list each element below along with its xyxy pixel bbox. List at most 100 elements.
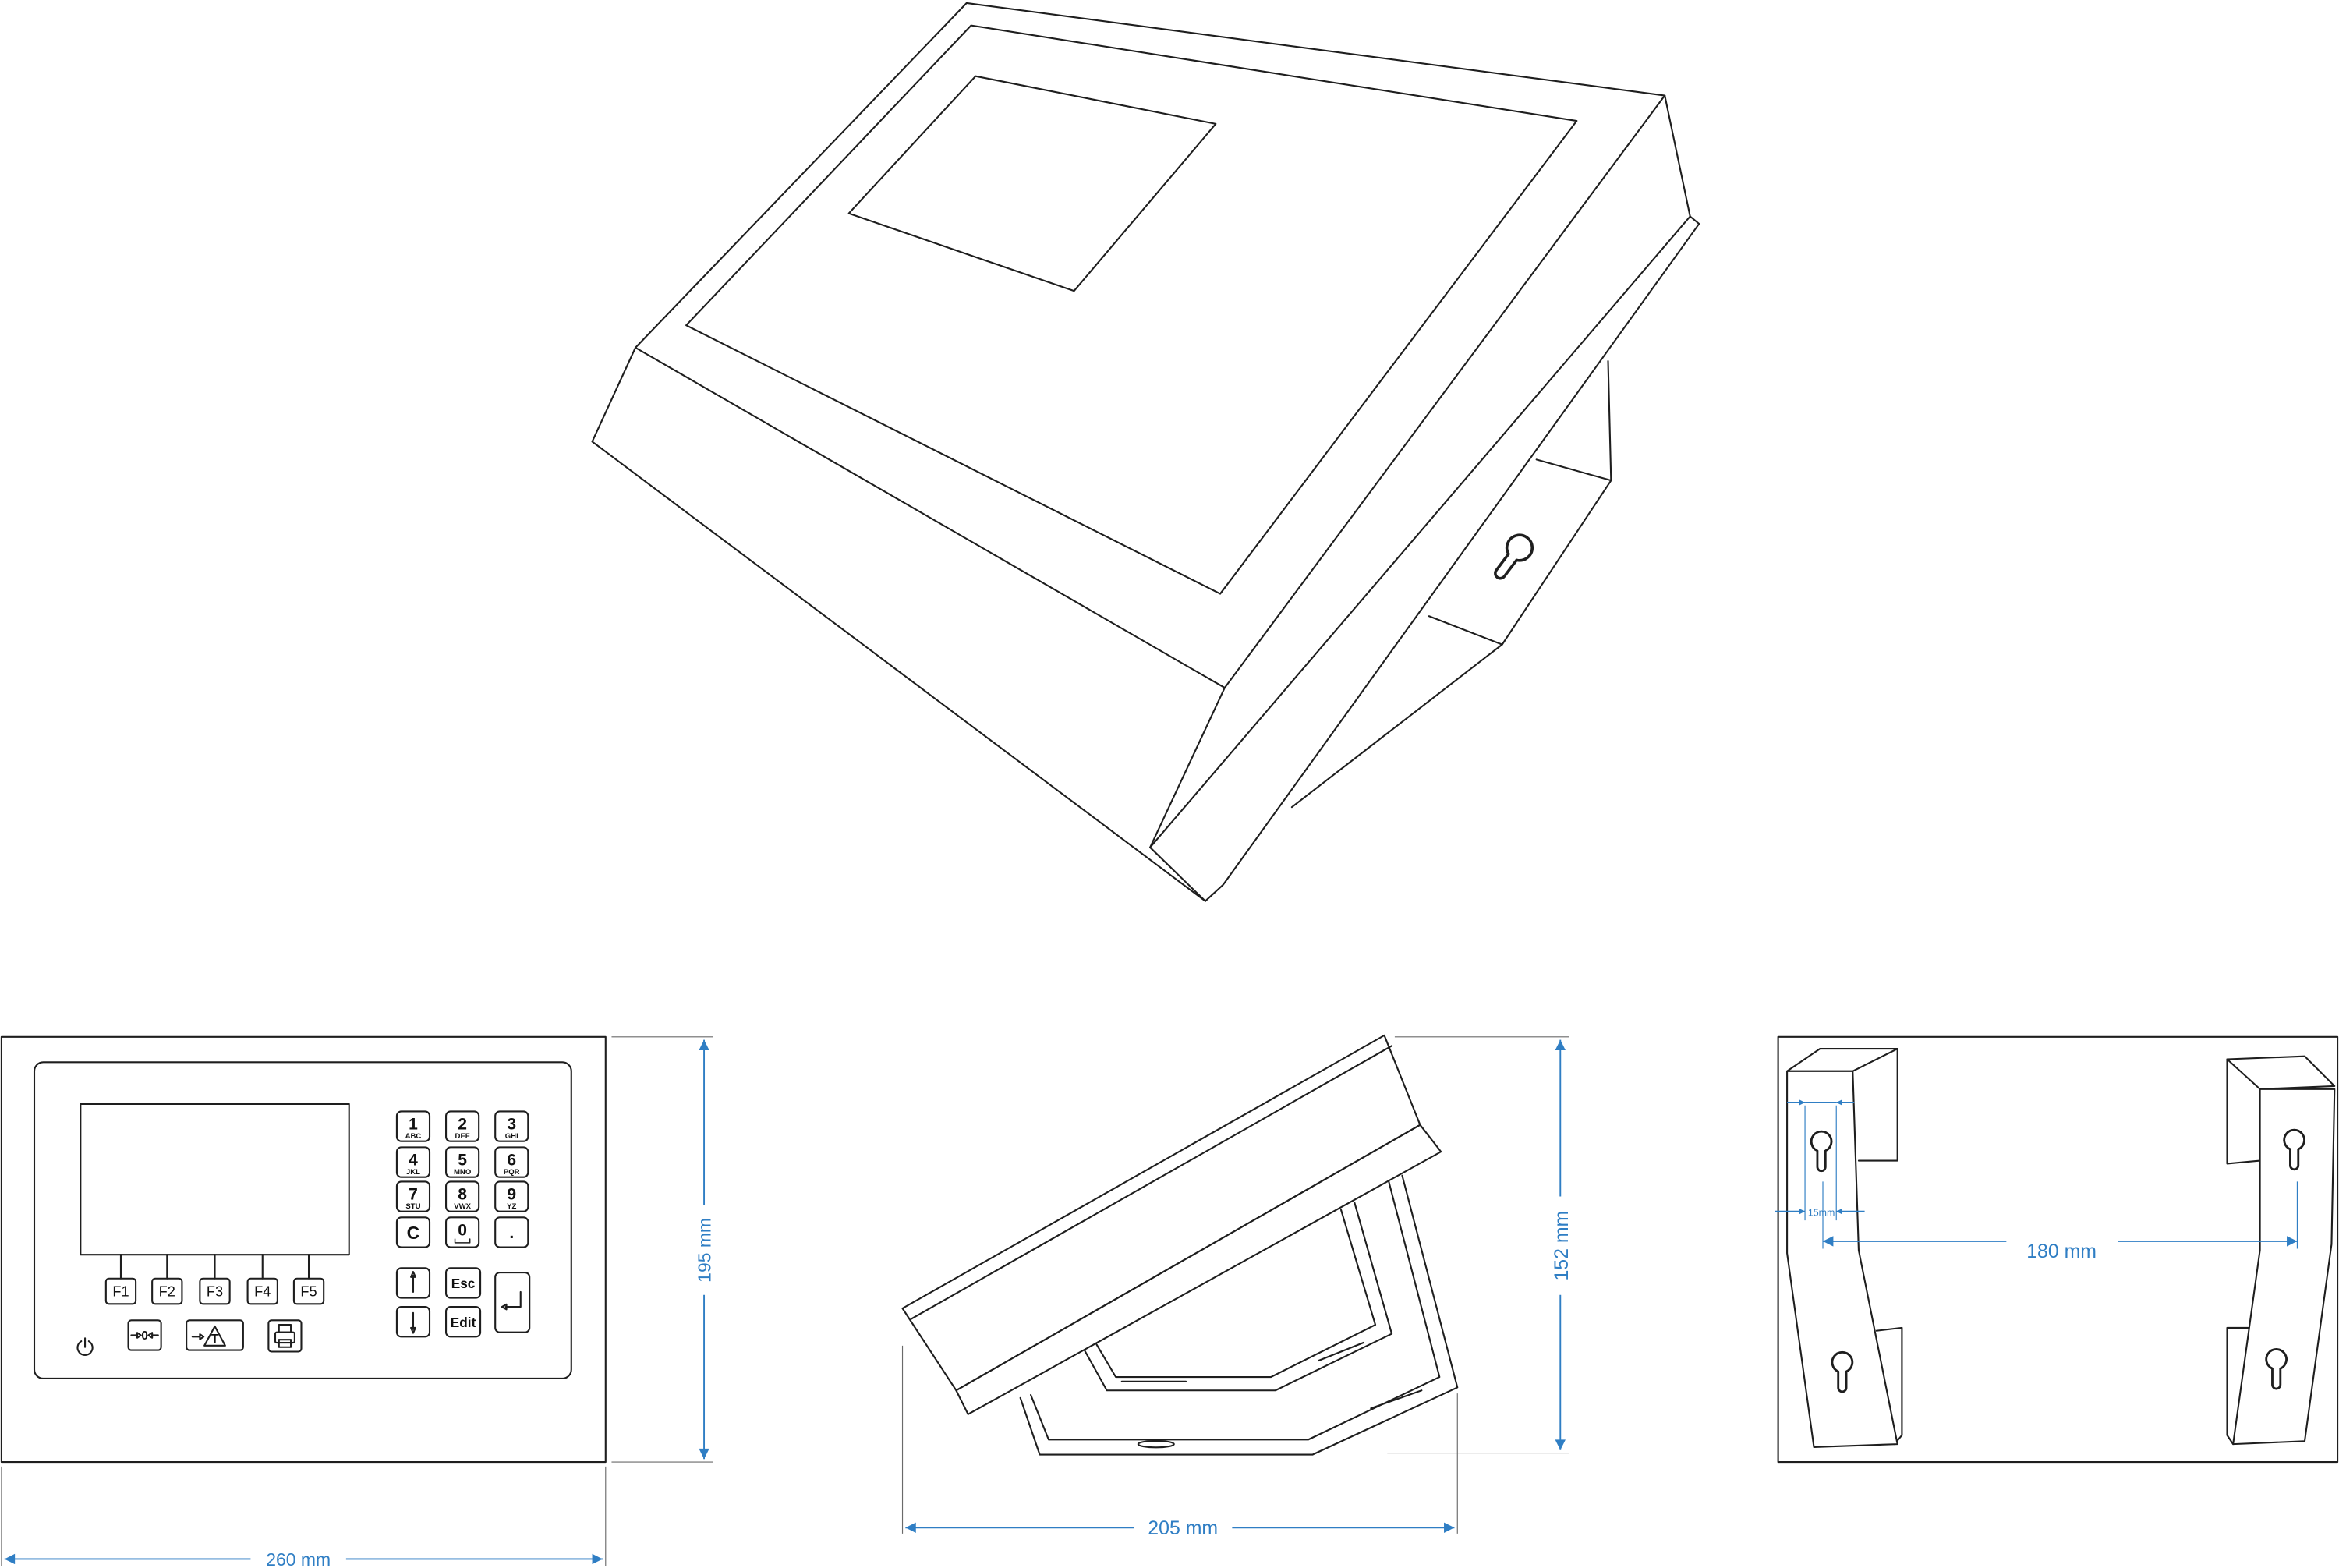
key-digit: 5 [458, 1151, 467, 1169]
key-outline [395, 1267, 431, 1299]
lower-side-flap [2226, 1326, 2254, 1446]
housing-top-face [634, 2, 1666, 689]
bracket-view [1777, 1035, 2339, 1464]
enter-icon [501, 1290, 522, 1311]
front-panel [33, 1061, 572, 1379]
key-digit: 3 [507, 1115, 516, 1133]
numeric-keypad: 1 ABC 2 DEF 3 GHI 4 JKL 5 MNO [395, 1110, 531, 1338]
up-arrow-icon [410, 1271, 416, 1294]
tare-triangle [203, 1325, 226, 1347]
isometric-view [591, 2, 1700, 902]
key-enter [494, 1272, 531, 1333]
bracket-strip [2232, 1088, 2336, 1446]
key-outline [494, 1180, 529, 1212]
f1-label: F1 [112, 1284, 129, 1300]
power-ring [76, 1340, 94, 1356]
zero-key-label: 0 [141, 1329, 148, 1343]
front-view: F1 F2 F3 F4 F5 0 [0, 1035, 607, 1464]
down-arrow-icon [410, 1311, 416, 1334]
tare-arrowhead-left [199, 1333, 205, 1340]
key-outline [395, 1306, 431, 1338]
display-window [847, 75, 1217, 292]
keyhole-icon [1831, 1350, 1854, 1393]
esc-label: Esc [451, 1276, 476, 1291]
housing-front-edge [591, 346, 1226, 902]
key-outline [494, 1272, 531, 1333]
key-letters: PQR [504, 1168, 520, 1177]
power-icon [76, 1337, 94, 1356]
key-digit: 1 [409, 1115, 418, 1133]
mounting-plate-edge [1204, 215, 1700, 902]
key-9: 9 YZ [494, 1180, 529, 1212]
bracket-top-cap [2226, 1055, 2336, 1090]
zero-key: 0 [127, 1319, 162, 1351]
key-digit: 0 [458, 1221, 467, 1239]
f3-label: F3 [207, 1284, 223, 1300]
keyhole-width-label: 15mm [1808, 1207, 1835, 1218]
key-digit: 6 [507, 1151, 516, 1169]
key-6: 6 PQR [494, 1146, 529, 1178]
key-digit: . [509, 1224, 514, 1242]
key-digit: 9 [507, 1185, 516, 1203]
key-digit: 8 [458, 1185, 467, 1203]
side-slot-lower [1370, 1389, 1423, 1410]
tare-key-outline [186, 1319, 244, 1351]
key-outline [494, 1146, 529, 1178]
print-key-outline [267, 1319, 303, 1353]
zero-arrowhead-left [136, 1332, 142, 1339]
zero-key-outline [127, 1319, 162, 1351]
left-wall-bracket [1786, 1048, 1903, 1448]
key-outline [395, 1110, 431, 1142]
key-3: 3 GHI [494, 1110, 529, 1142]
front-height-label: 195 mm [695, 1218, 715, 1283]
f4-key [246, 1277, 278, 1305]
bracket-spacing-dimension: 180 mm [1822, 1181, 2298, 1262]
keyhole-icon [1494, 533, 1534, 580]
key-letters: STU [405, 1202, 420, 1211]
f3-key [199, 1277, 231, 1305]
housing-right-edge [1149, 94, 1691, 848]
key-edit: Edit [445, 1306, 482, 1338]
lcd-display [80, 1103, 350, 1256]
key-outline [445, 1146, 480, 1178]
key-up [395, 1267, 431, 1299]
right-wall-bracket [2226, 1055, 2336, 1446]
side-depth-label: 205 mm [1148, 1517, 1218, 1539]
f4-label: F4 [254, 1284, 271, 1300]
key-letters: YZ [507, 1202, 516, 1211]
f2-label: F2 [159, 1284, 175, 1300]
base-mounting-slot [1137, 1439, 1175, 1449]
edit-label: Edit [451, 1315, 476, 1330]
keyhole-icon [1810, 1130, 1833, 1173]
screen-bezel [685, 24, 1578, 595]
key-esc: Esc [445, 1267, 482, 1299]
key-2: 2 DEF [445, 1110, 480, 1142]
wall-bracket-top [1535, 360, 1612, 482]
key-letters: JKL [406, 1168, 420, 1177]
key-outline [494, 1110, 529, 1142]
bracket-strip [1786, 1070, 1898, 1448]
key-digit: 4 [409, 1151, 418, 1169]
tare-icon: T [191, 1325, 226, 1347]
key-digit: 2 [458, 1115, 467, 1133]
key-decimal: . [494, 1216, 529, 1248]
enter-arrow-head [501, 1303, 508, 1311]
bracket-spacing-label: 180 mm [2026, 1241, 2097, 1262]
f1-key [104, 1277, 137, 1305]
key-4: 4 JKL [395, 1146, 431, 1178]
front-height-dimension: 195 mm [611, 1036, 715, 1463]
keyhole-icon [2265, 1348, 2288, 1390]
stand-outer-edge [1019, 1174, 1459, 1456]
key-outline [494, 1216, 529, 1248]
key-letters: ABC [405, 1132, 422, 1141]
key-7: 7 STU [395, 1180, 431, 1212]
keyhole-width-dimension: 15mm [1775, 1099, 1865, 1221]
printer-body [274, 1331, 295, 1344]
stand-outer-inner-edge [1030, 1180, 1441, 1441]
printer-paper-out [278, 1339, 292, 1348]
bracket-view-frame [1777, 1035, 2339, 1464]
side-slot-upper [1318, 1341, 1364, 1362]
tare-key-label: T [211, 1333, 219, 1346]
key-letters: MNO [454, 1168, 472, 1177]
